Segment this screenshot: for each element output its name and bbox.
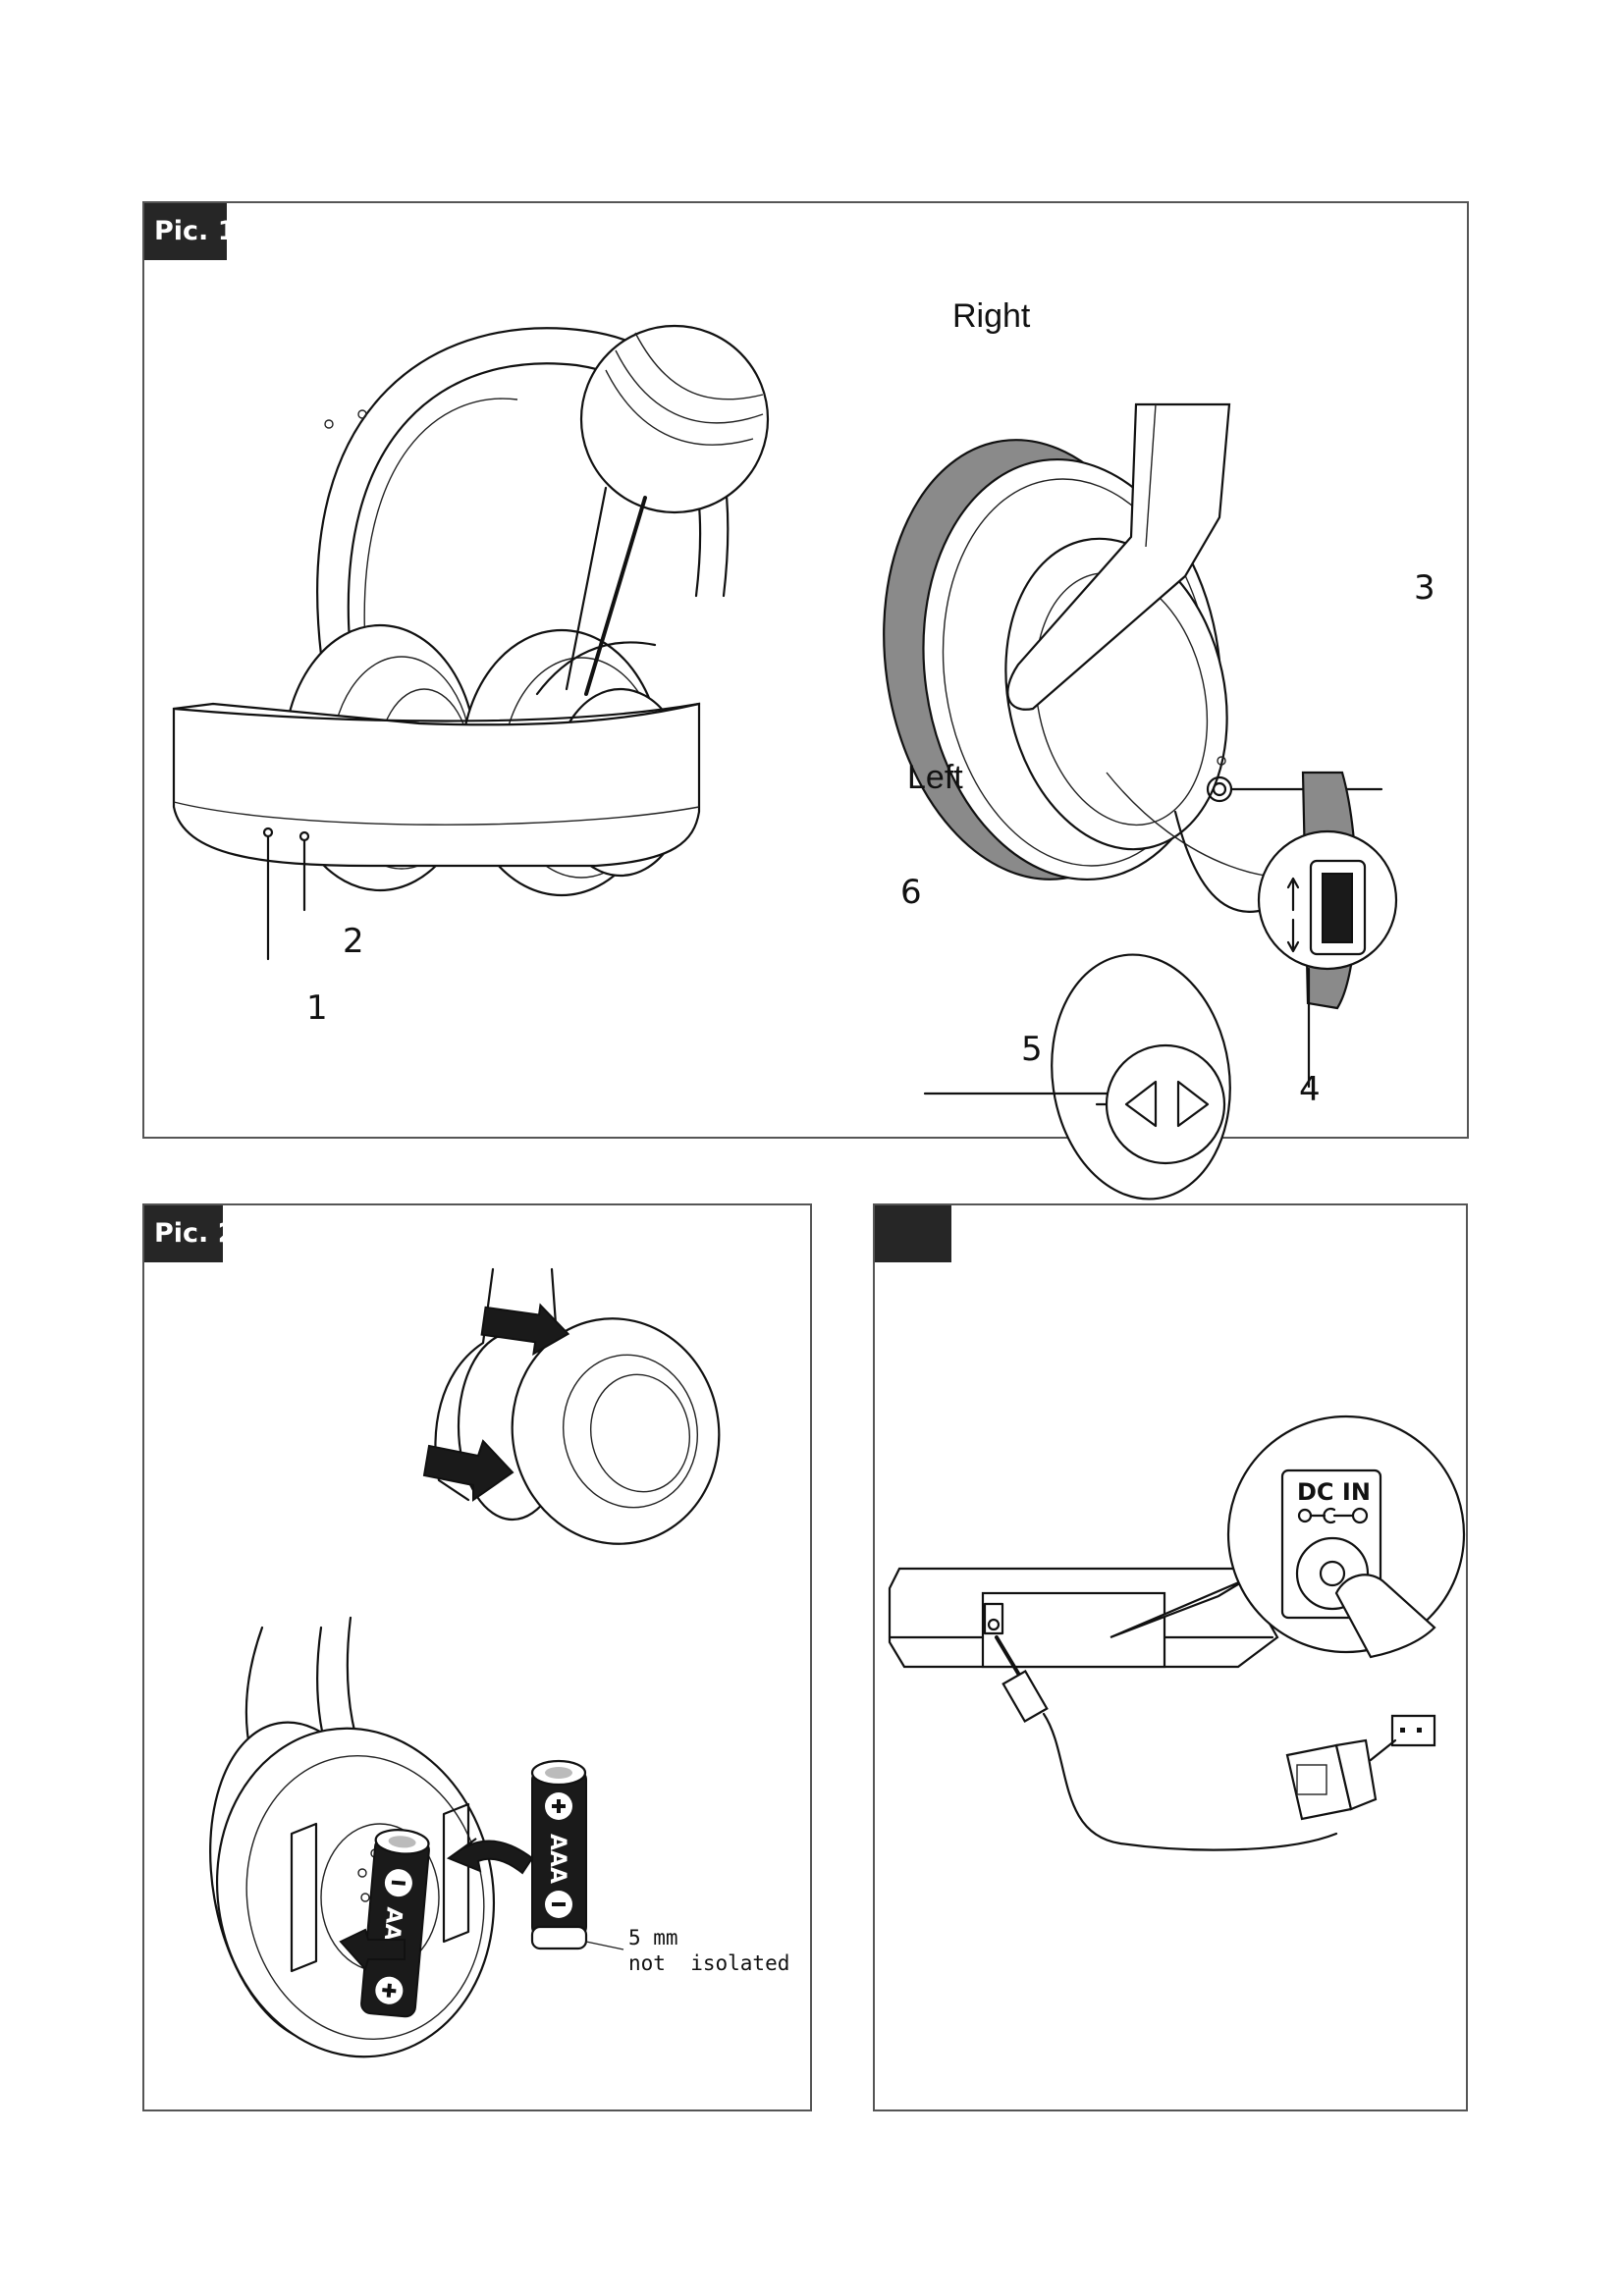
figure-panel-pic3: DC IN (873, 1203, 1468, 2111)
figure-panel-pic1: Pic. 1 (142, 201, 1469, 1201)
battery-note-line1: 5 mm (628, 1926, 678, 1949)
figure-panel-pic2: Pic. 2 AAA (142, 1203, 812, 2111)
callout-4-volume-wheel: 4 (1299, 1070, 1321, 1109)
headphones-on-base-illustration (172, 324, 1398, 1201)
callout-2-power-led: 2 (343, 922, 364, 961)
callout-5-channel-buttons: 5 (1021, 1030, 1043, 1069)
callout-3-power-button: 3 (1414, 568, 1435, 608)
callout-6-button: 6 (900, 873, 922, 912)
figure-tag-pic1: Pic. 1 (144, 203, 237, 260)
right-earcup-label: Right (952, 297, 1031, 335)
figure-tag-pic2: Pic. 2 (144, 1205, 237, 1262)
left-earcup-label: Left (907, 759, 963, 796)
figure-tag-pic3 (875, 1205, 951, 1262)
battery-note-line2: not isolated (628, 1951, 790, 1975)
battery-insertion-illustration: AAA AAA (209, 1267, 721, 2058)
dc-in-label: DC IN (1297, 1478, 1371, 1506)
battery-label-aaa-2: AAA (545, 1834, 569, 1884)
callout-1-charge-led: 1 (306, 988, 328, 1028)
power-adapter-connection-illustration: DC IN (888, 1415, 1466, 1851)
